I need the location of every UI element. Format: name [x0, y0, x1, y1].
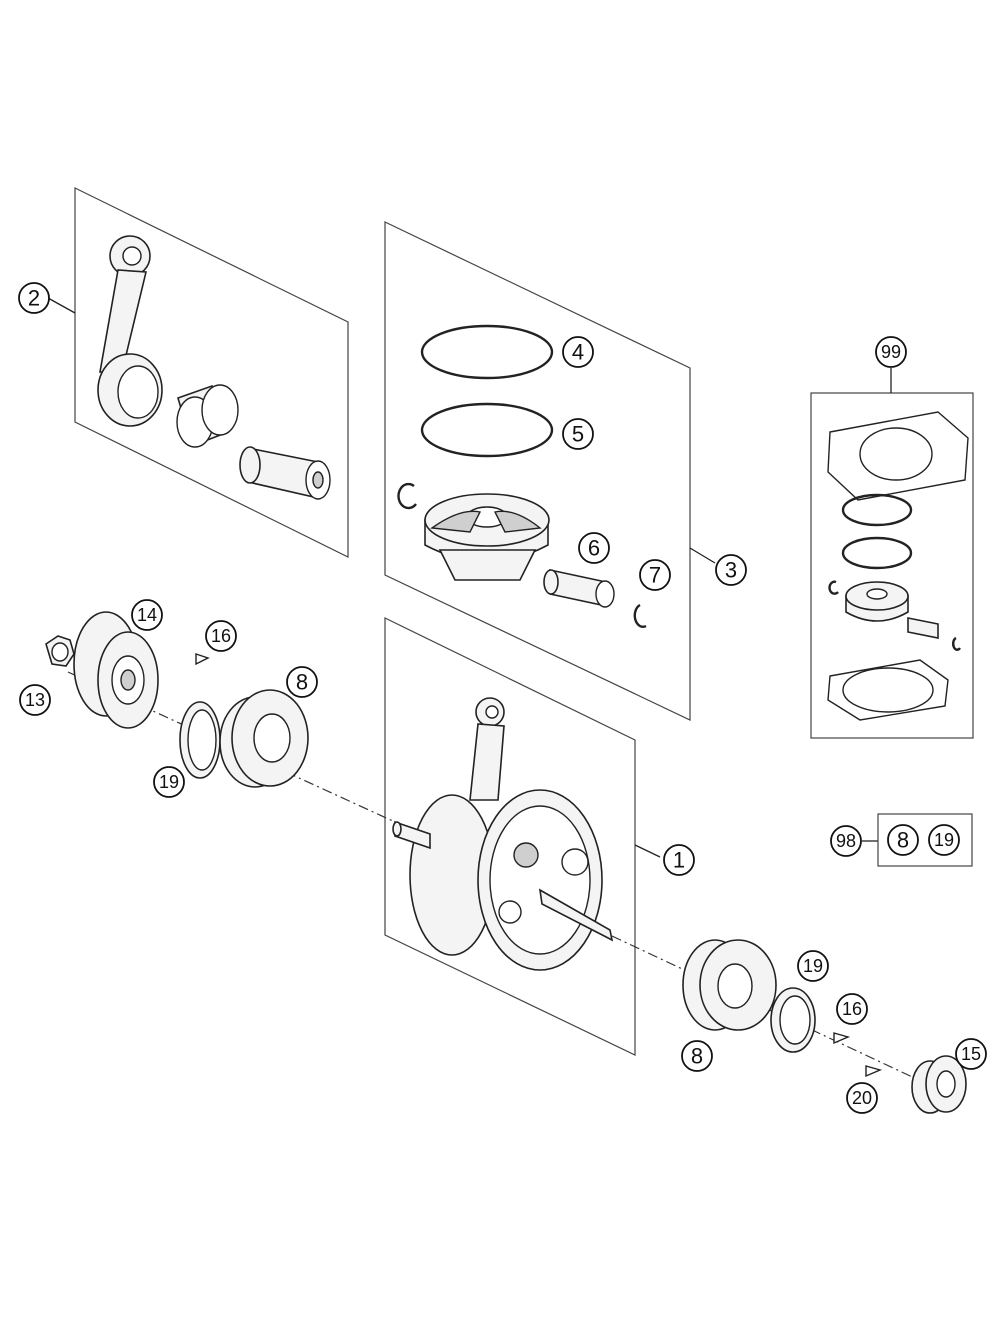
- callout-15[interactable]: 15: [955, 1038, 987, 1070]
- callout-13-label: 13: [25, 690, 45, 710]
- callout-2-label: 2: [28, 286, 40, 311]
- base-gasket-part: [827, 659, 949, 721]
- woodruff-key-small-part: [865, 1065, 883, 1078]
- callout-3[interactable]: 3: [715, 554, 747, 586]
- primary-gear-part: [73, 611, 159, 729]
- piston-ring-top-part: [420, 324, 554, 380]
- callout-4-label: 4: [572, 340, 584, 365]
- piston-pin-part: [239, 446, 331, 500]
- crankshaft-part: [392, 697, 614, 971]
- head-gasket-part: [827, 411, 969, 501]
- callout-19-left[interactable]: 19: [153, 766, 185, 798]
- woodruff-key-right-part: [833, 1032, 851, 1045]
- callout-3-label: 3: [725, 558, 737, 583]
- callout-8-right-label: 8: [691, 1044, 703, 1069]
- callout-8-right[interactable]: 8: [681, 1040, 713, 1072]
- callout-1[interactable]: 1: [663, 844, 695, 876]
- callout-6-label: 6: [588, 536, 600, 561]
- callout-99-label: 99: [881, 342, 901, 362]
- callout-13[interactable]: 13: [19, 684, 51, 716]
- callout-15-label: 15: [961, 1044, 981, 1064]
- callout-20-label: 20: [852, 1088, 872, 1108]
- shaft-seal-right-part: [770, 987, 816, 1053]
- callout-8-left-label: 8: [296, 670, 308, 695]
- main-bearing-right-part: [682, 939, 777, 1031]
- piston-ring-second-part: [420, 402, 554, 458]
- callout-8-left[interactable]: 8: [286, 666, 318, 698]
- woodruff-key-left-part: [195, 653, 210, 666]
- callout-16-right-label: 16: [842, 999, 862, 1019]
- connecting-rod-part: [97, 235, 163, 427]
- callout-20[interactable]: 20: [846, 1082, 878, 1114]
- callout-19-left-label: 19: [159, 772, 179, 792]
- callout-16-left[interactable]: 16: [205, 620, 237, 652]
- callout-1-label: 1: [673, 848, 685, 873]
- connecting-rod-kit-panel: [74, 187, 349, 558]
- callout-7-label: 7: [649, 563, 661, 588]
- callout-14-label: 14: [137, 605, 157, 625]
- callout-98-label: 98: [836, 831, 856, 851]
- callout-14[interactable]: 14: [131, 599, 163, 631]
- piston-part: [424, 493, 550, 581]
- callout-99[interactable]: 99: [875, 336, 907, 368]
- callout-5[interactable]: 5: [562, 418, 594, 450]
- callout-7[interactable]: 7: [639, 559, 671, 591]
- callout-16-right[interactable]: 16: [836, 993, 868, 1025]
- shaft-seal-left-part: [179, 701, 221, 779]
- kit-98-item-19[interactable]: 19: [928, 824, 960, 856]
- callout-4[interactable]: 4: [562, 336, 594, 368]
- kit-98-item-19-label: 19: [934, 830, 954, 850]
- main-bearing-left-part: [219, 689, 309, 788]
- kit-98-item-8-label: 8: [897, 828, 909, 853]
- kit-piston-part: [845, 581, 909, 622]
- circlip-right-part: [633, 603, 647, 628]
- kit-98-item-8[interactable]: 8: [887, 824, 919, 856]
- crankshaft-panel: [384, 617, 636, 1056]
- gasket-kit-panel: [810, 392, 974, 739]
- callout-19-right-label: 19: [803, 956, 823, 976]
- callout-2[interactable]: 2: [18, 282, 50, 314]
- callout-6[interactable]: 6: [578, 532, 610, 564]
- callout-16-left-label: 16: [211, 626, 231, 646]
- leader-lines: [47, 297, 892, 858]
- piston-pin-kit-part: [543, 569, 615, 608]
- piston-kit-panel: [384, 221, 691, 721]
- needle-bearing-part: [176, 384, 239, 448]
- nut-part: [45, 635, 75, 667]
- callout-98[interactable]: 98: [830, 825, 862, 857]
- circlip-left-part: [397, 482, 417, 510]
- timing-gear-part: [911, 1055, 967, 1114]
- callout-19-right[interactable]: 19: [797, 950, 829, 982]
- callout-5-label: 5: [572, 422, 584, 447]
